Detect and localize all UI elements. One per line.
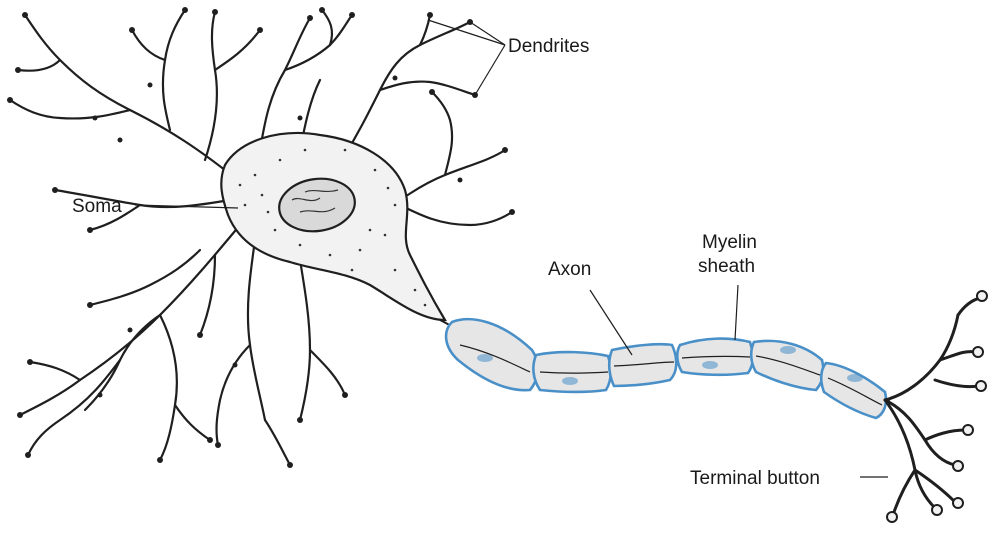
label-axon: Axon: [548, 259, 591, 280]
terminal-buttons: [886, 290, 988, 523]
myelin-sheath: [444, 317, 888, 420]
axon-terminal: [883, 296, 982, 517]
label-myelin-line1: Myelin: [702, 232, 757, 253]
label-soma: Soma: [72, 196, 122, 217]
myelin-inner-lines: [459, 344, 883, 406]
nucleus: [278, 177, 356, 233]
label-dendrites: Dendrites: [508, 36, 589, 57]
label-leaders: [134, 19, 888, 478]
schwann-nuclei: [477, 346, 863, 385]
soma: [220, 131, 447, 322]
label-myelin-line2: sheath: [698, 256, 755, 277]
label-terminal-button: Terminal button: [690, 468, 820, 489]
